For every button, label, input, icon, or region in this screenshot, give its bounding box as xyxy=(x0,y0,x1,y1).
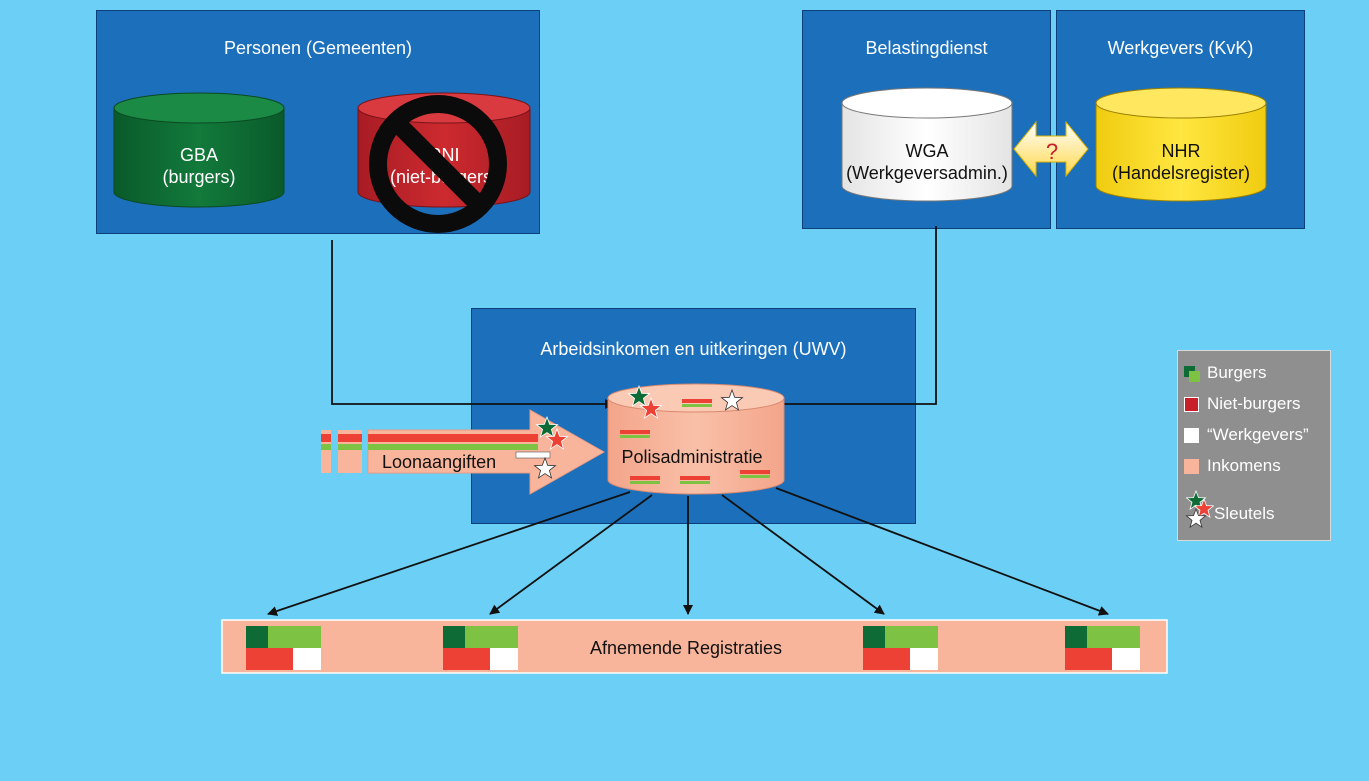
polis-database: Polisadministratie xyxy=(607,383,785,495)
registry-dark-green xyxy=(863,626,885,648)
registry-light-green xyxy=(465,626,518,648)
registry-dark-green xyxy=(246,626,268,648)
registry-white xyxy=(293,648,321,670)
double-arrow-icon: ? xyxy=(1013,120,1089,178)
legend-niet-burgers-label: Niet-burgers xyxy=(1207,394,1301,413)
afnemende-label: Afnemende Registraties xyxy=(590,638,782,658)
legend-inkomens-label: Inkomens xyxy=(1207,456,1281,475)
registry-dark-green xyxy=(443,626,465,648)
star-green-icon xyxy=(627,384,651,407)
registry-red xyxy=(1065,648,1112,670)
wga-database: WGA (Werkgeversadmin.) xyxy=(841,87,1013,202)
star-green-icon xyxy=(535,415,559,438)
legend: Burgers Niet-burgers “Werkgevers” Inkome… xyxy=(1177,350,1331,541)
polis-record xyxy=(630,476,660,484)
gba-label-2: (burgers) xyxy=(162,167,235,187)
sleutels-stars-icon xyxy=(1185,489,1214,529)
question-mark: ? xyxy=(1046,139,1058,164)
registry-red xyxy=(246,648,293,670)
polis-label: Polisadministratie xyxy=(621,447,762,467)
legend-sleutels-label: Sleutels xyxy=(1214,504,1275,523)
connector-wga-polis xyxy=(745,226,937,409)
gba-label-1: GBA xyxy=(180,145,218,165)
registry-light-green xyxy=(1087,626,1140,648)
loonaangiften-label: Loonaangiften xyxy=(382,452,496,472)
legend-werkgevers: “Werkgevers” xyxy=(1184,425,1309,445)
star-red-icon xyxy=(639,396,663,419)
uwv-title: Arbeidsinkomen en uitkeringen (UWV) xyxy=(540,339,847,359)
polis-record xyxy=(620,430,650,438)
niet-burgers-swatch xyxy=(1184,396,1199,412)
wga-label-2: (Werkgeversadmin.) xyxy=(846,163,1008,183)
star-red-icon xyxy=(545,427,569,450)
afnemende-registraties-bar: Afnemende Registraties xyxy=(221,619,1168,674)
fanout-arrow-1 xyxy=(267,491,631,616)
registry-block xyxy=(863,626,938,670)
registry-block xyxy=(1065,626,1140,670)
registry-white xyxy=(490,648,518,670)
connector-personen-polis xyxy=(331,240,615,409)
inkomens-swatch xyxy=(1184,458,1199,474)
personen-title: Personen (Gemeenten) xyxy=(223,38,413,58)
wga-label-1: WGA xyxy=(906,141,949,161)
star-white-icon xyxy=(720,388,744,411)
registry-light-green xyxy=(885,626,938,648)
polis-record xyxy=(682,399,712,407)
werkgevers-title: Werkgevers (KvK) xyxy=(1107,38,1254,58)
fanout-arrow-4 xyxy=(721,494,885,615)
legend-werkgevers-label: “Werkgevers” xyxy=(1207,425,1309,444)
polis-record xyxy=(740,470,770,478)
nhr-label-1: NHR xyxy=(1162,141,1201,161)
legend-niet-burgers: Niet-burgers xyxy=(1184,394,1301,414)
legend-burgers: Burgers xyxy=(1184,363,1267,383)
registry-block xyxy=(443,626,518,670)
loonaangiften-arrow: Loonaangiften xyxy=(321,409,606,495)
legend-burgers-label: Burgers xyxy=(1207,363,1267,382)
prohibited-icon xyxy=(369,95,507,233)
fanout-arrow-2 xyxy=(489,494,653,615)
gba-database: GBA (burgers) xyxy=(113,92,285,208)
registry-dark-green xyxy=(1065,626,1087,648)
werkgevers-swatch xyxy=(1184,427,1199,443)
registry-white xyxy=(1112,648,1140,670)
registry-light-green xyxy=(268,626,321,648)
registry-red xyxy=(863,648,910,670)
burgers-swatch xyxy=(1184,365,1200,382)
registry-red xyxy=(443,648,490,670)
nhr-database: NHR (Handelsregister) xyxy=(1095,87,1267,202)
registry-white xyxy=(910,648,938,670)
belastingdienst-title: Belastingdienst xyxy=(865,38,988,58)
registry-block xyxy=(246,626,321,670)
legend-inkomens: Inkomens xyxy=(1184,456,1281,476)
fanout-arrow-5 xyxy=(775,487,1109,616)
polis-record xyxy=(680,476,710,484)
legend-sleutels: Sleutels xyxy=(1184,489,1274,531)
star-white-icon xyxy=(533,456,557,479)
nhr-label-2: (Handelsregister) xyxy=(1112,163,1250,183)
